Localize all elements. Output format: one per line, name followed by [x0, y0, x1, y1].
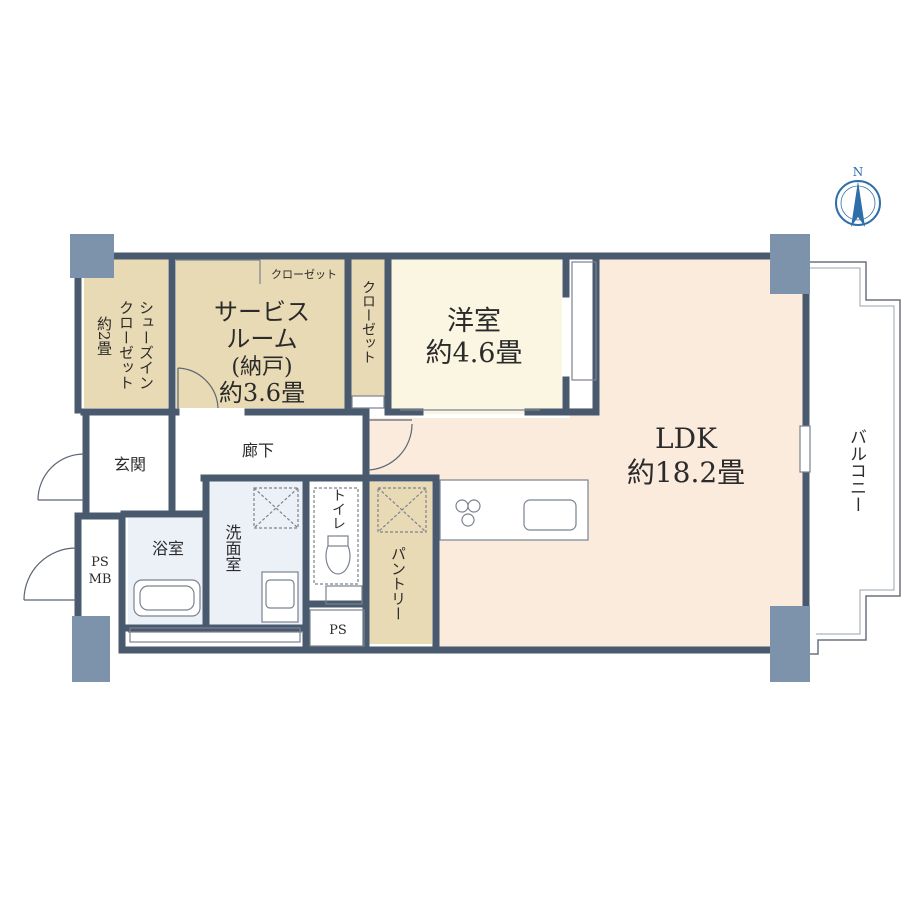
shoes-closet-label-1: シューズイン [137, 300, 155, 390]
compass-icon: N [835, 165, 881, 227]
thin-lines [128, 259, 597, 647]
pantry-fill [368, 482, 432, 644]
doors [23, 367, 413, 601]
ps-label: PS [329, 623, 347, 638]
entrance-label: 玄関 [114, 455, 146, 474]
service-room-label-2: ルーム [226, 325, 297, 353]
hallway-label: 廊下 [242, 441, 274, 460]
western-closet-fill [348, 258, 390, 396]
toilet-label: トイレ [330, 488, 346, 530]
fixtures [133, 425, 811, 623]
north-label: N [853, 165, 864, 179]
service-room-label-1: サービス [214, 298, 310, 326]
ldk-size: 約18.2畳 [627, 456, 745, 489]
washroom-label: 洗面室 [223, 524, 242, 572]
balcony-label: バルコニー [846, 428, 866, 513]
pantry-label: パントリー [389, 546, 407, 621]
shoes-closet-fill [84, 258, 168, 408]
pillars [70, 234, 810, 682]
western-room-name: 洋室 [447, 306, 501, 337]
entrance-fill [90, 414, 172, 514]
service-room-label-3: (納戸) [231, 355, 292, 380]
ps-mb-label-2: MB [89, 572, 112, 587]
ldk-name: LDK [655, 422, 718, 455]
service-room-size: 約3.6畳 [219, 379, 305, 407]
shoes-closet-size: 約2畳 [95, 316, 113, 356]
western-closet-label: クローゼット [360, 280, 376, 364]
bath-label: 浴室 [152, 539, 184, 558]
western-room-fill [390, 258, 562, 414]
hallway-fill [172, 414, 366, 476]
service-room-fill [176, 258, 348, 408]
ps-mb-label-1: PS [91, 555, 109, 570]
balcony-area [807, 261, 901, 655]
ldk-fill [368, 258, 806, 648]
shoes-closet-label-2: クローゼット [117, 300, 135, 390]
service-closet-label: クローゼット [271, 268, 337, 281]
western-room-size: 約4.6畳 [426, 338, 523, 369]
